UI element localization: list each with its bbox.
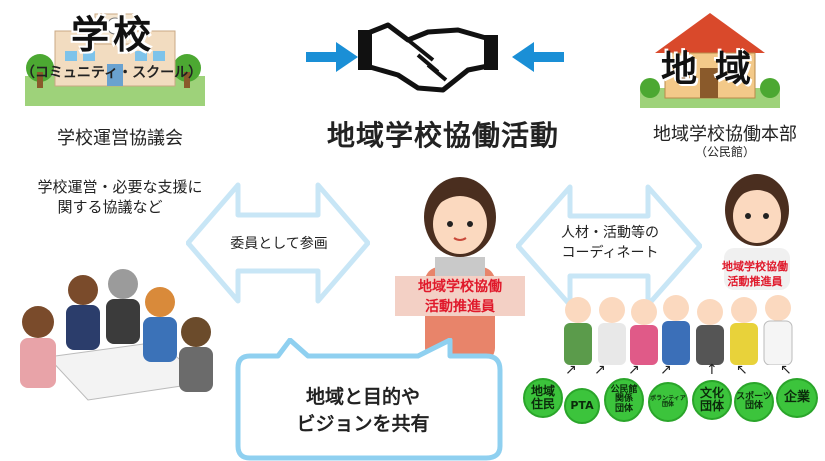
meeting-illustration — [20, 269, 213, 401]
arrow-left-icon — [512, 42, 564, 72]
speech-bubble — [235, 338, 503, 461]
area-coordinator-line1: 地域学校協働 — [722, 260, 788, 273]
group-company: 企業 — [776, 378, 818, 418]
school-topic-line1: 学校運営・必要な支援に — [37, 178, 203, 196]
handshake-icon — [358, 22, 498, 93]
area-coordinator-person-illustration — [724, 174, 790, 290]
bubble-line1: 地域と目的や — [305, 386, 420, 408]
coordinator-person-illustration — [424, 177, 496, 362]
group-arrow-icon: ↗ — [594, 362, 606, 378]
bubble-line2: ビジョンを共有 — [296, 413, 430, 435]
school-building-illustration — [25, 13, 205, 106]
school-title: 学校 — [70, 13, 155, 57]
area-hq-sublabel: （公民館） — [694, 145, 755, 159]
left-arrow-label: 委員として参画 — [230, 236, 328, 252]
right-arrow-line1: 人材・活動等の — [561, 225, 659, 241]
area-title: 地域 — [660, 49, 769, 90]
group-sports: スポーツ団体 — [734, 382, 774, 422]
group-arrow-icon: ↑ — [706, 362, 718, 378]
school-topic-line2: 関する協議など — [57, 198, 163, 216]
left-double-arrow — [186, 182, 370, 304]
school-council-label: 学校運営協議会 — [57, 128, 183, 149]
group-arrow-icon: ↗ — [565, 362, 577, 378]
area-hq-label: 地域学校協働本部 — [653, 124, 797, 145]
main-title: 地域学校協働活動 — [326, 119, 559, 152]
group-residents: 地域住民 — [523, 378, 563, 418]
group-volunteer: ボランティア団体 — [648, 382, 688, 422]
center-coordinator-line2: 活動推進員 — [395, 296, 525, 316]
group-arrow-icon: ↗ — [660, 362, 672, 378]
arrow-right-icon — [306, 42, 358, 72]
group-arrow-icon: ↖ — [736, 362, 748, 378]
community-people-illustration — [564, 295, 793, 365]
house-illustration — [640, 13, 780, 108]
group-pta: PTA — [564, 388, 600, 424]
area-coordinator-line2: 活動推進員 — [727, 275, 783, 288]
group-arrow-icon: ↗ — [628, 362, 640, 378]
right-double-arrow — [516, 184, 702, 308]
group-arrow-icon: ↖ — [780, 362, 792, 378]
center-coordinator-line1: 地域学校協働 — [395, 276, 525, 296]
group-kominkan: 公民館関係団体 — [604, 378, 644, 422]
group-culture: 文化団体 — [692, 380, 732, 420]
school-subtitle: （コミュニティ・スクール） — [20, 65, 203, 81]
right-arrow-line2: コーディネート — [561, 245, 659, 261]
